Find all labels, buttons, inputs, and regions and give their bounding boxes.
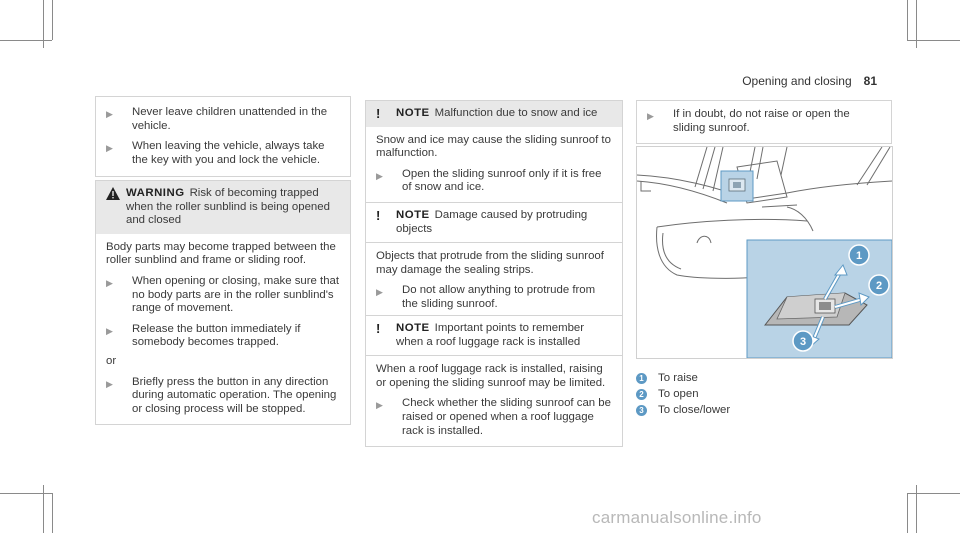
callout-2: 2 <box>876 280 882 292</box>
sunroof-control-illustration: 1 2 3 <box>636 146 893 359</box>
safety-bullets-box: ▶Never leave children unattended in the … <box>95 96 351 178</box>
doubt-bullet-box: ▶If in doubt, do not raise or open the s… <box>636 100 892 145</box>
section-title: Opening and closing <box>742 74 852 88</box>
page-header: Opening and closing 81 <box>742 74 877 88</box>
arrow-right-icon: ▶ <box>106 378 113 389</box>
arrow-right-icon: ▶ <box>647 111 654 121</box>
arrow-right-icon: ▶ <box>376 400 383 411</box>
list-item: ▶Briefly press the button in any directi… <box>96 376 340 417</box>
crop-mark <box>907 40 960 41</box>
crop-mark <box>0 493 52 494</box>
list-item: ▶If in doubt, do not raise or open the s… <box>637 108 881 135</box>
crop-mark <box>0 40 52 41</box>
arrow-right-icon: ▶ <box>106 143 113 154</box>
arrow-right-icon: ▶ <box>376 287 383 298</box>
watermark: carmanualsonline.info <box>592 508 762 527</box>
note-title: Damage caused by protruding objects <box>396 209 588 235</box>
arrow-right-icon: ▶ <box>106 109 113 119</box>
arrow-right-icon: ▶ <box>106 325 113 336</box>
crop-mark <box>916 485 917 533</box>
exclamation-icon: ! <box>376 321 381 336</box>
note-title: Malfunction due to snow and ice <box>434 107 598 119</box>
warning-triangle-icon <box>106 187 126 203</box>
warning-text: Body parts may become trapped between th… <box>106 240 336 267</box>
crop-mark <box>907 0 908 40</box>
crop-mark <box>52 493 53 533</box>
arrow-right-icon: ▶ <box>106 277 113 288</box>
list-item: ▶Do not allow anything to protrude from … <box>366 284 612 311</box>
page-number: 81 <box>863 74 877 88</box>
list-item: ▶Check whether the sliding sunroof can b… <box>366 397 612 438</box>
or-text: or <box>106 354 117 367</box>
list-item: ▶When leaving the vehicle, always take t… <box>96 140 340 167</box>
callout-1: 1 <box>856 250 862 262</box>
crop-mark <box>52 0 53 40</box>
crop-mark <box>43 485 44 533</box>
note-text: Objects that protrude from the sliding s… <box>376 250 604 276</box>
note-text: Snow and ice may cause the sliding sunro… <box>376 133 611 160</box>
arrow-right-icon: ▶ <box>376 170 383 181</box>
list-item: ▶Release the button immediately if someb… <box>96 323 340 350</box>
note-title: Important points to remember when a roof… <box>396 322 585 348</box>
crop-mark <box>43 0 44 48</box>
list-item: ▶Open the sliding sunroof only if it is … <box>366 168 612 195</box>
crop-mark <box>916 0 917 48</box>
note-text: When a roof luggage rack is installed, r… <box>376 363 606 389</box>
crop-mark <box>907 493 908 533</box>
list-item: ▶When opening or closing, make sure that… <box>96 275 340 316</box>
crop-mark <box>907 493 960 494</box>
exclamation-icon: ! <box>376 106 381 121</box>
list-item: ▶Never leave children unattended in the … <box>96 106 340 133</box>
warning-title: Risk of becoming trapped when the roller… <box>126 187 330 227</box>
callout-3: 3 <box>800 336 806 348</box>
exclamation-icon: ! <box>376 208 381 223</box>
